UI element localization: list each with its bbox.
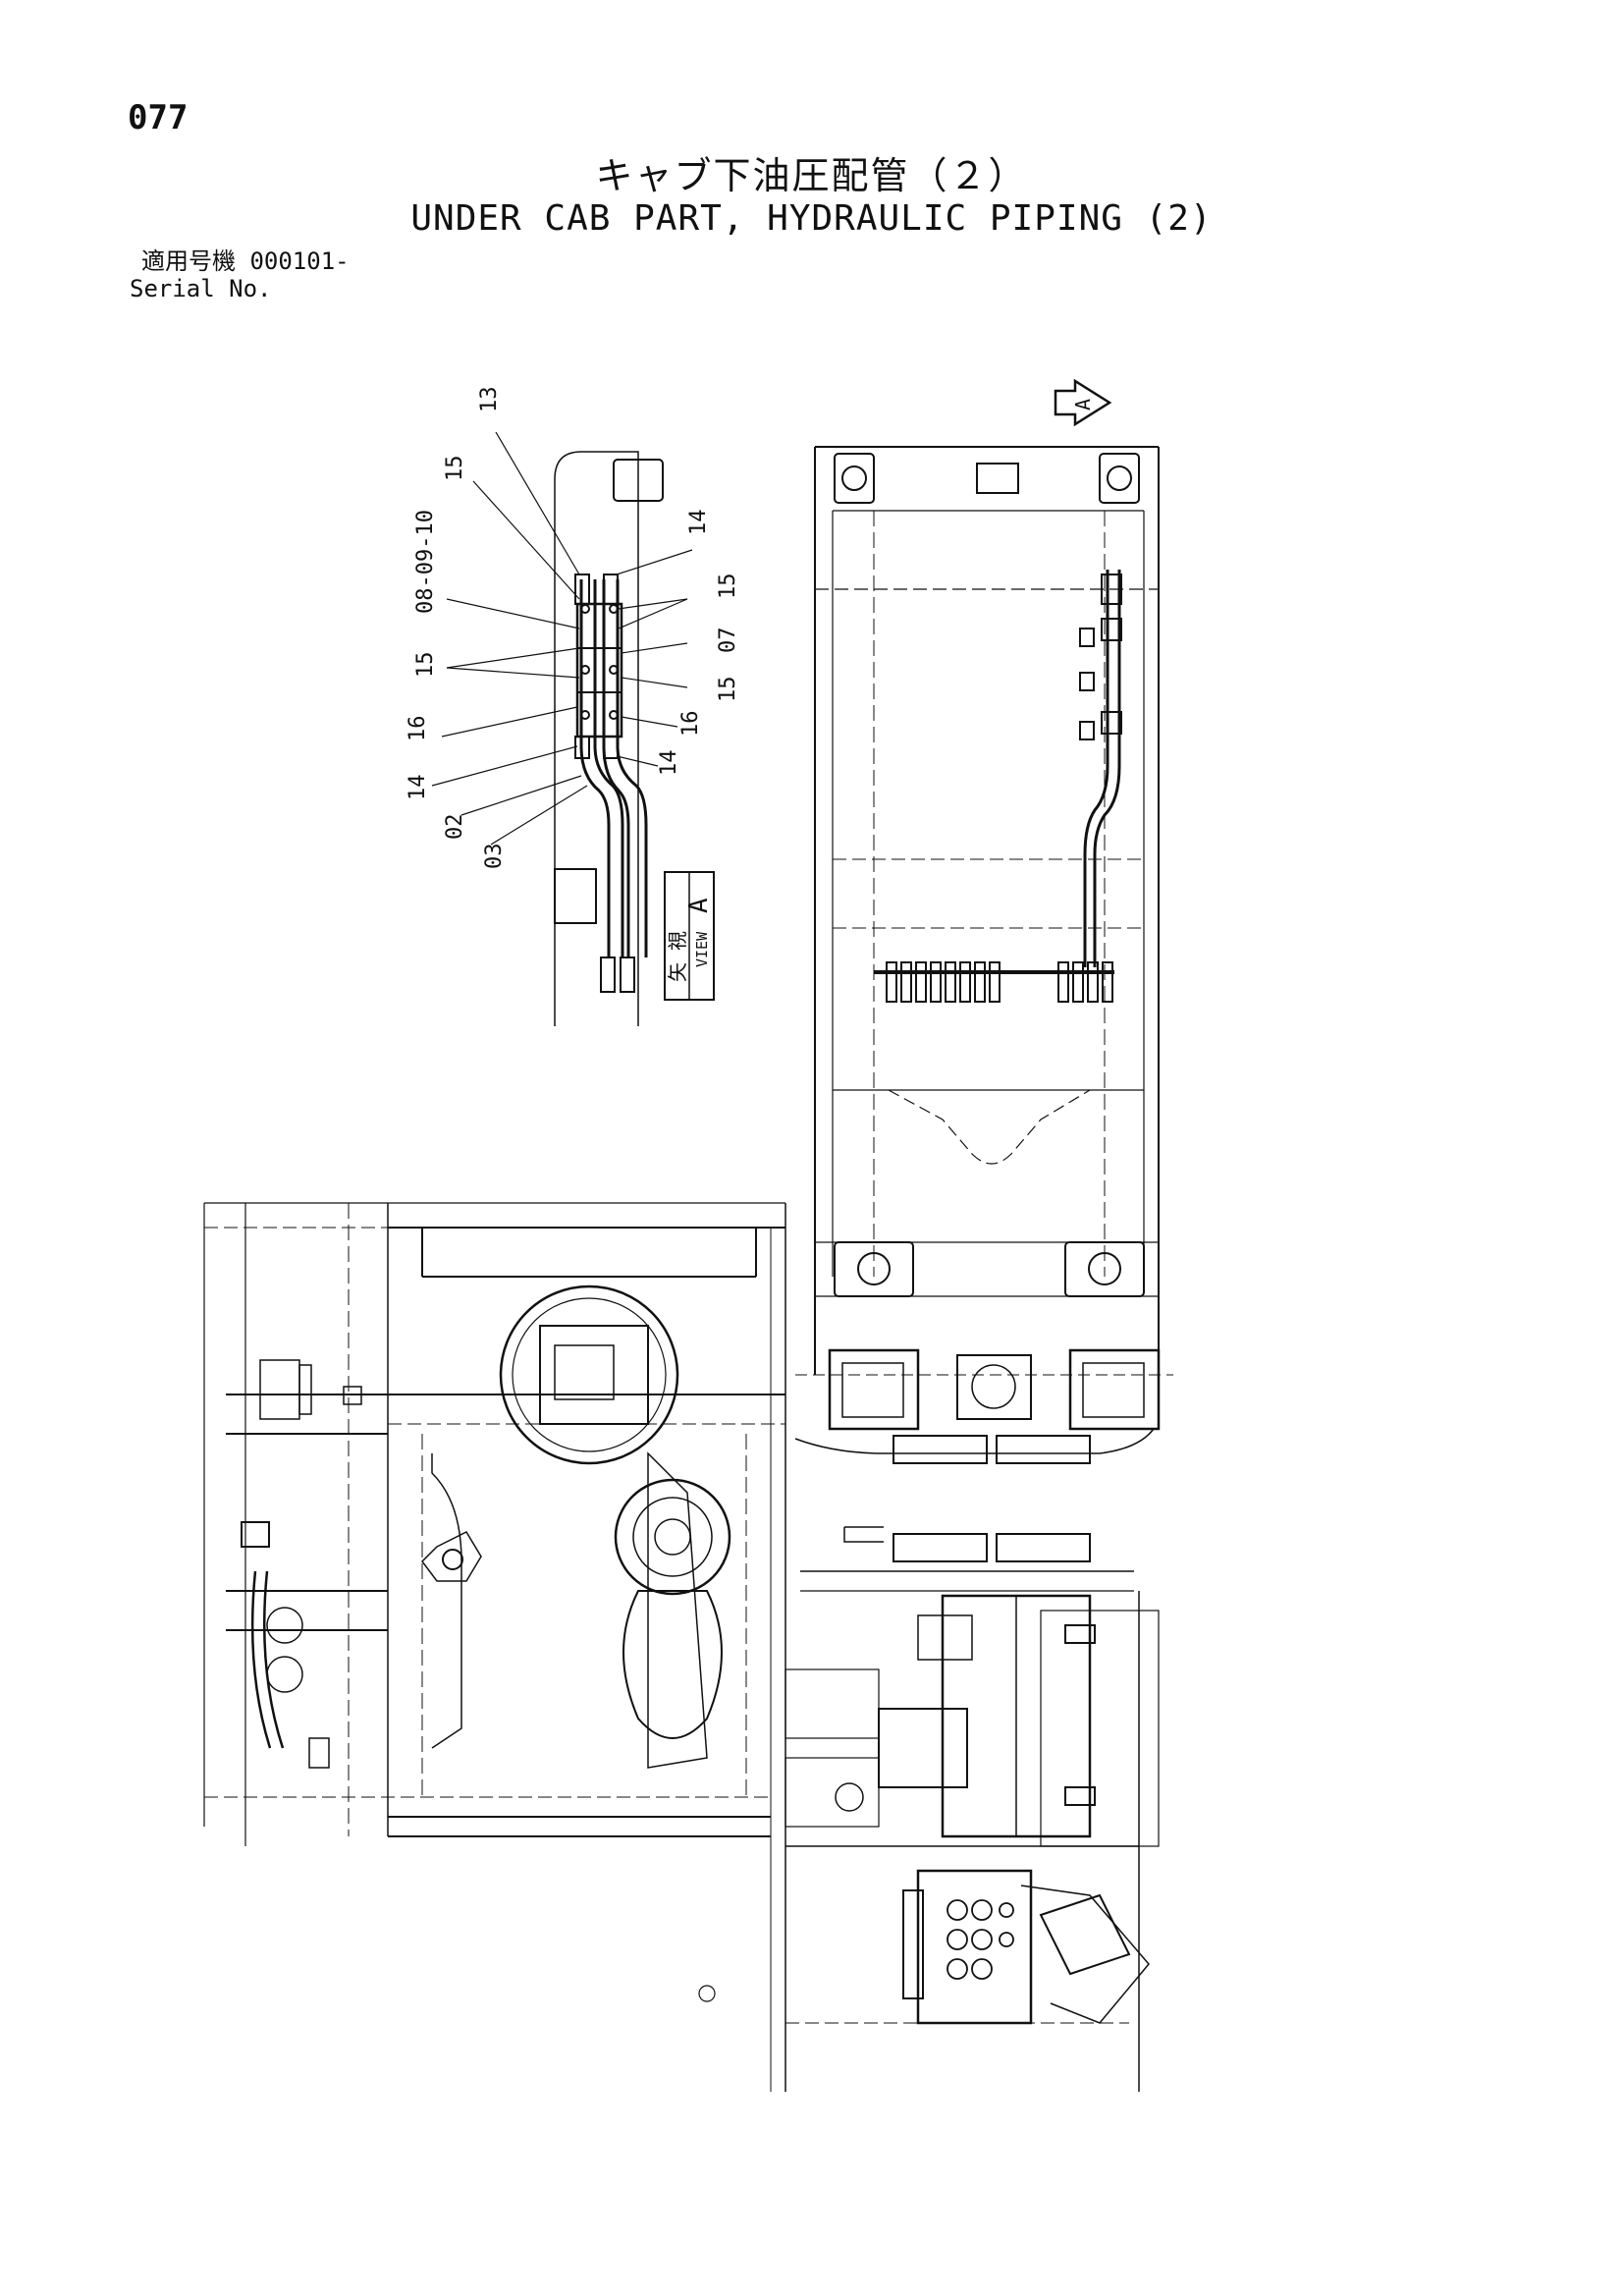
view-box-letter: A xyxy=(684,898,714,913)
callout-13: 13 xyxy=(477,387,502,413)
serial-en-label: Serial No. xyxy=(130,275,272,302)
callout-14-b: 14 xyxy=(686,510,711,536)
callout-14-c: 14 xyxy=(657,750,681,777)
title-english: UNDER CAB PART, HYDRAULIC PIPING (2) xyxy=(410,198,1213,239)
serial-value: 000101- xyxy=(249,247,350,275)
callout-07: 07 xyxy=(716,628,740,654)
callout-16-b: 16 xyxy=(678,711,703,738)
title-japanese: キャブ下油圧配管（２） xyxy=(595,154,1028,197)
callout-16-a: 16 xyxy=(406,716,430,742)
callout-15-b: 15 xyxy=(413,652,438,679)
view-arrow-a xyxy=(1054,378,1112,427)
callout-labels: 13 15 08-09-10 15 16 14 02 03 14 15 07 1… xyxy=(406,387,1095,983)
callout-08-09-10: 08-09-10 xyxy=(413,510,438,614)
callout-15-d: 15 xyxy=(716,677,740,703)
serial-block: 適用号機 000101- Serial No. xyxy=(130,247,350,302)
view-arrow-letter: A xyxy=(1071,399,1095,410)
view-a-detail xyxy=(431,431,715,1026)
callout-14-a: 14 xyxy=(406,775,430,801)
callout-03: 03 xyxy=(482,844,507,870)
callout-02: 02 xyxy=(443,814,467,841)
right-frame xyxy=(814,446,1160,1375)
callout-15-c: 15 xyxy=(716,574,740,600)
page-number: 077 xyxy=(128,98,189,137)
view-box-jp: 矢 視 xyxy=(666,931,689,982)
callout-15-a: 15 xyxy=(443,456,467,482)
control-valve-area xyxy=(698,1348,1173,2092)
view-box-en: VIEW xyxy=(693,931,711,967)
main-frame xyxy=(203,1202,786,2092)
serial-jp-label: 適用号機 xyxy=(141,247,236,275)
